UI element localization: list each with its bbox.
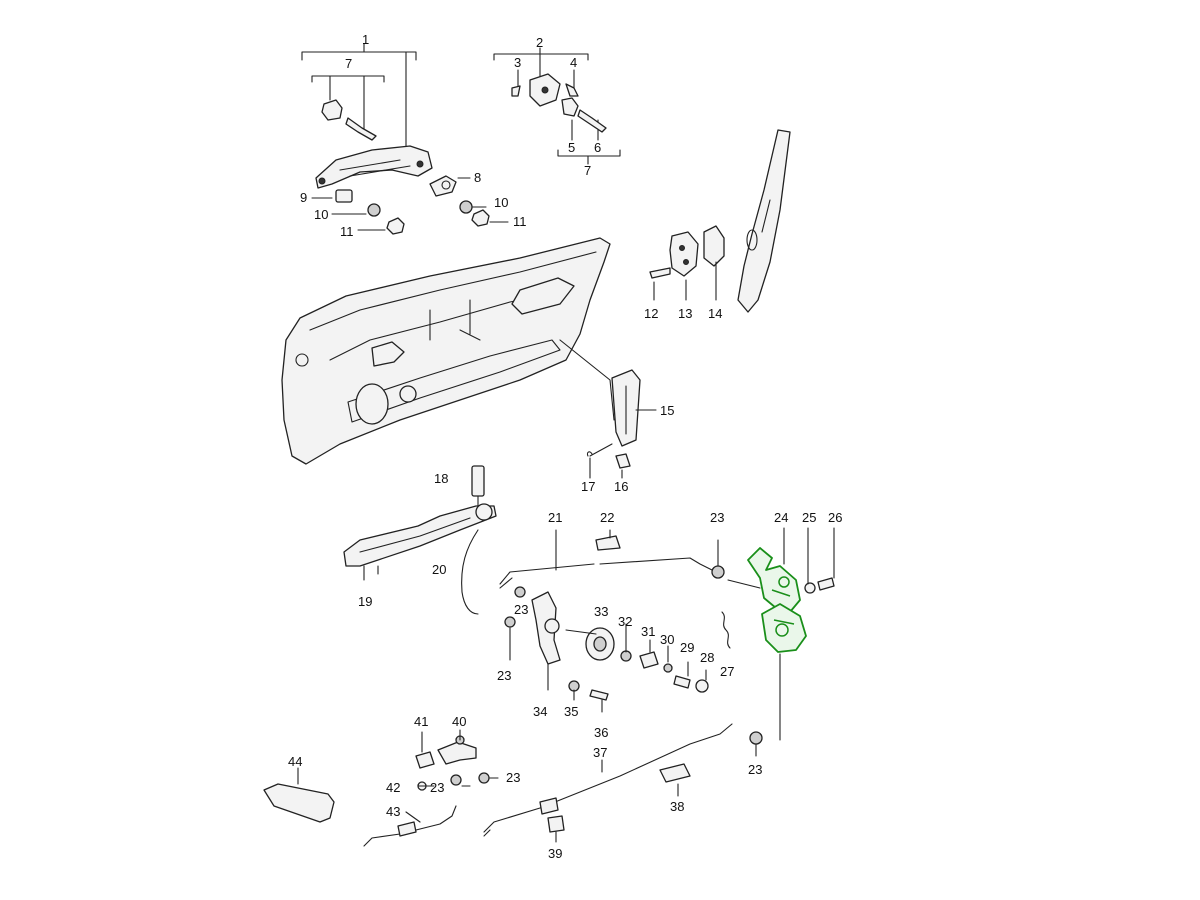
label-32: 32 bbox=[618, 614, 632, 629]
label-42: 42 bbox=[386, 780, 400, 795]
label-2: 2 bbox=[536, 35, 543, 50]
label-4: 4 bbox=[570, 55, 577, 70]
label-11-left: 11 bbox=[340, 224, 354, 239]
label-3: 3 bbox=[514, 55, 521, 70]
door-shell bbox=[281, 237, 615, 465]
label-43: 43 bbox=[386, 804, 400, 819]
label-1: 1 bbox=[362, 32, 369, 47]
latch-hardware bbox=[504, 586, 709, 713]
label-15: 15 bbox=[660, 403, 674, 418]
label-26: 26 bbox=[828, 510, 842, 525]
label-39: 39 bbox=[548, 846, 562, 861]
window-regulator bbox=[343, 465, 497, 615]
label-20: 20 bbox=[432, 562, 446, 577]
label-40: 40 bbox=[452, 714, 466, 729]
label-30: 30 bbox=[660, 632, 674, 647]
label-8: 8 bbox=[474, 170, 481, 185]
label-6: 6 bbox=[594, 140, 601, 155]
label-21: 21 bbox=[548, 510, 562, 525]
lock-cylinder bbox=[511, 73, 607, 133]
label-23-d: 23 bbox=[748, 762, 762, 777]
label-14: 14 bbox=[708, 306, 722, 321]
lock-cylinder-left bbox=[321, 99, 377, 141]
label-9: 9 bbox=[300, 190, 307, 205]
label-23-e: 23 bbox=[430, 780, 444, 795]
handle-leaders bbox=[311, 177, 509, 231]
door-handle bbox=[315, 145, 433, 189]
label-27: 27 bbox=[720, 664, 734, 679]
label-11-right: 11 bbox=[513, 214, 527, 229]
handle-group-brackets bbox=[301, 43, 417, 151]
lock-group-brackets bbox=[493, 47, 621, 165]
label-25: 25 bbox=[802, 510, 816, 525]
label-31: 31 bbox=[641, 624, 655, 639]
label-35: 35 bbox=[564, 704, 578, 719]
door-lock-mechanism-highlighted bbox=[747, 547, 807, 653]
label-37: 37 bbox=[593, 745, 607, 760]
label-29: 29 bbox=[680, 640, 694, 655]
label-16: 16 bbox=[614, 479, 628, 494]
label-24: 24 bbox=[774, 510, 788, 525]
label-19: 19 bbox=[358, 594, 372, 609]
label-17: 17 bbox=[581, 479, 595, 494]
label-12: 12 bbox=[644, 306, 658, 321]
label-7-right: 7 bbox=[584, 163, 591, 178]
label-34: 34 bbox=[533, 704, 547, 719]
label-22: 22 bbox=[600, 510, 614, 525]
label-10-left: 10 bbox=[314, 207, 328, 222]
label-28: 28 bbox=[700, 650, 714, 665]
handle-small-parts bbox=[335, 175, 490, 235]
label-44: 44 bbox=[288, 754, 302, 769]
lock-bracket bbox=[586, 369, 657, 479]
linkage-rod bbox=[499, 529, 713, 589]
guide-plate bbox=[649, 225, 725, 301]
lock-small-parts-right bbox=[711, 527, 835, 741]
label-5: 5 bbox=[568, 140, 575, 155]
lower-left-parts bbox=[263, 729, 499, 847]
label-41: 41 bbox=[414, 714, 428, 729]
cable-assembly bbox=[483, 723, 763, 843]
label-23-c: 23 bbox=[497, 668, 511, 683]
window-guide-rail bbox=[737, 129, 791, 313]
label-23-a: 23 bbox=[710, 510, 724, 525]
label-23-f: 23 bbox=[506, 770, 520, 785]
label-33: 33 bbox=[594, 604, 608, 619]
label-13: 13 bbox=[678, 306, 692, 321]
label-36: 36 bbox=[594, 725, 608, 740]
label-10-right: 10 bbox=[494, 195, 508, 210]
label-23-b: 23 bbox=[514, 602, 528, 617]
label-38: 38 bbox=[670, 799, 684, 814]
label-18: 18 bbox=[434, 471, 448, 486]
label-7-left: 7 bbox=[345, 56, 352, 71]
part-labels: 1 2 3 4 5 6 7 7 8 9 10 10 11 11 12 13 14… bbox=[288, 32, 842, 861]
